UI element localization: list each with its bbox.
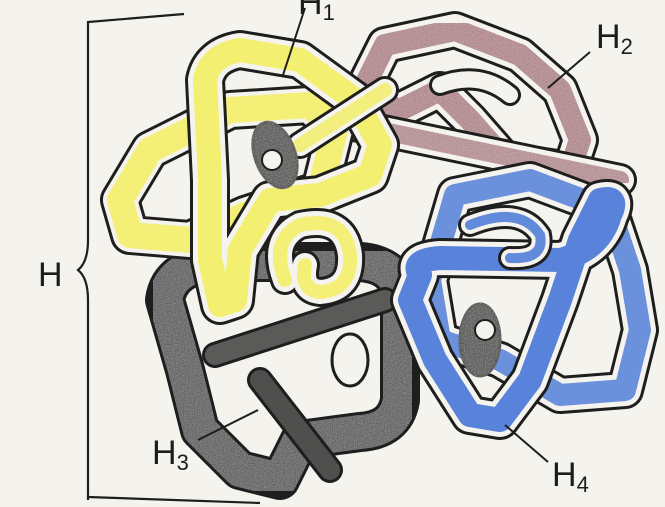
h4-subunit [410, 180, 640, 420]
label-h-total: H [38, 258, 63, 292]
label-h4: H4 [552, 458, 589, 496]
label-h3: H3 [152, 436, 189, 474]
label-h1: H1 [298, 0, 335, 24]
label-h2: H2 [596, 20, 633, 58]
h4-leader-line [505, 425, 548, 462]
